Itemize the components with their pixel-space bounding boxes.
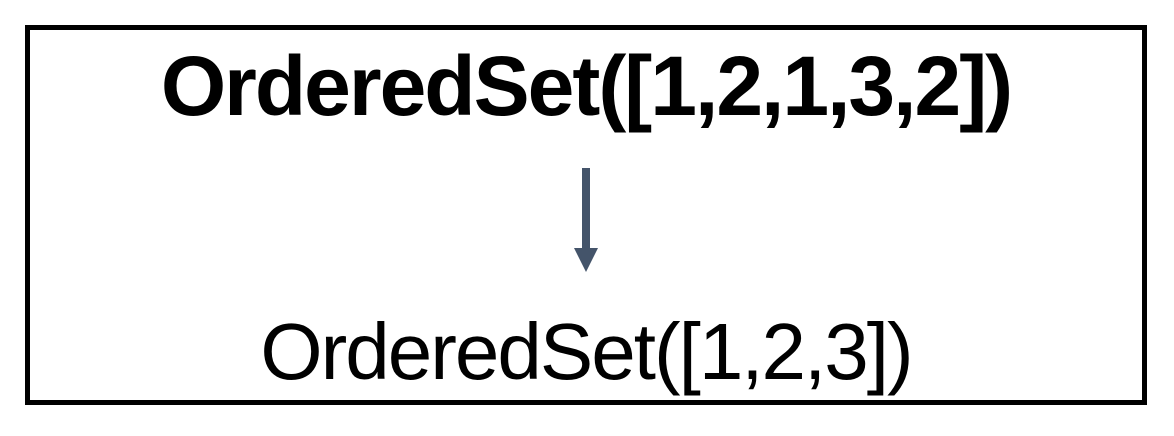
- arrow-stem: [582, 168, 590, 251]
- arrow-down-icon: [571, 130, 601, 310]
- result-set-label: OrderedSet([1,2,3]): [260, 307, 913, 396]
- diagram-frame: OrderedSet([1,2,1,3,2]) OrderedSet([1,2,…: [25, 25, 1147, 405]
- arrow-head: [574, 248, 598, 272]
- source-set-label: OrderedSet([1,2,1,3,2]): [160, 39, 1013, 133]
